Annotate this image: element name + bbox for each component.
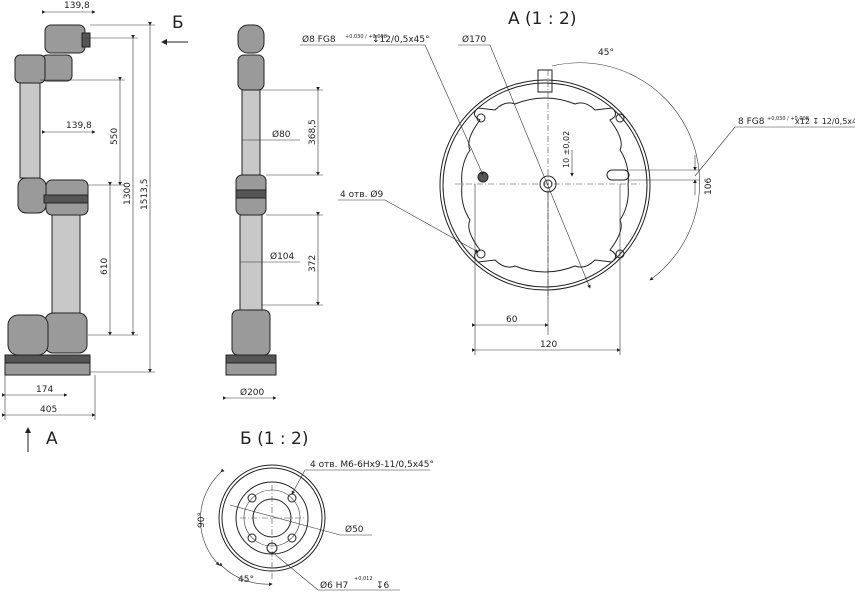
slot-callout: 8 FG8 [738,117,765,127]
slot-tolerance: +0,030 / +0,008 [767,116,809,122]
dim-upper-diameter: Ø80 [272,129,291,140]
dim-upper-arm: 550 [110,128,120,145]
dim-lower-arm: 610 [100,258,110,275]
pin-hole: Ø6 H7 [320,580,348,591]
dim-top-offset: 139,8 [64,1,90,11]
dim-lower-length: 372 [308,255,318,272]
view-a-title: A (1 : 2) [508,9,576,29]
view-b-annotations: 4 отв. M6-6Hx9-11/0,5x45° Ø50 Ø6 H7 +0,0… [197,460,434,591]
inner-diameter: Ø50 [345,524,364,535]
dim-lower-diameter: Ø104 [270,251,295,262]
dim-total-height: 1513,5 [140,179,150,211]
pin-depth: ↧6 [376,581,390,591]
front-view-dimensions: Ø80 368,5 Ø104 372 Ø200 [223,87,323,400]
slot-depth: x12 ↧ 12/0,5x45° [795,117,855,126]
angle-45-b: 45° [238,575,254,585]
dim-mid-offset: 139,8 [66,121,92,131]
dim-base-offset: 174 [36,385,53,395]
view-b-marker: Б [172,13,184,33]
outer-diameter: Ø170 [462,34,487,45]
dim-upper-length: 368,5 [308,119,318,145]
pin-hole-callout: Ø8 FG8 [302,34,336,45]
mounting-holes: 4 отв. Ø9 [340,189,383,200]
angle-90: 90° [197,512,207,528]
dim-base-width: 405 [40,405,57,415]
side-view-dimensions: 139,8 139,8 550 610 1300 1513,5 174 405 … [2,1,188,452]
pin-hole-depth: ↧12/0,5x45° [372,35,430,45]
center-offset: 10 ±0,02 [562,131,571,168]
view-a-marker: A [46,429,58,449]
front-view-robot [225,24,277,376]
view-b-flange: Б (1 : 2) [218,429,326,580]
dim-120: 120 [540,340,557,350]
pin-tolerance: +0,012 [354,576,373,582]
angle-45: 45° [598,48,614,58]
pin-hole-tolerance: +0,030 / +0,008 [345,34,387,40]
dim-total-reach: 1300 [123,182,133,205]
threaded-holes: 4 отв. M6-6Hx9-11/0,5x45° [310,460,434,470]
side-view-robot [4,24,91,376]
dim-base-diameter: Ø200 [240,387,265,398]
view-a-annotations: Ø8 FG8 +0,030 / +0,008 ↧12/0,5x45° Ø170 … [300,34,855,352]
view-b-title: Б (1 : 2) [240,429,309,449]
dim-60: 60 [506,315,518,325]
view-a-flange: A (1 : 2) [439,9,651,355]
slot-dimension: 106 [704,178,714,195]
